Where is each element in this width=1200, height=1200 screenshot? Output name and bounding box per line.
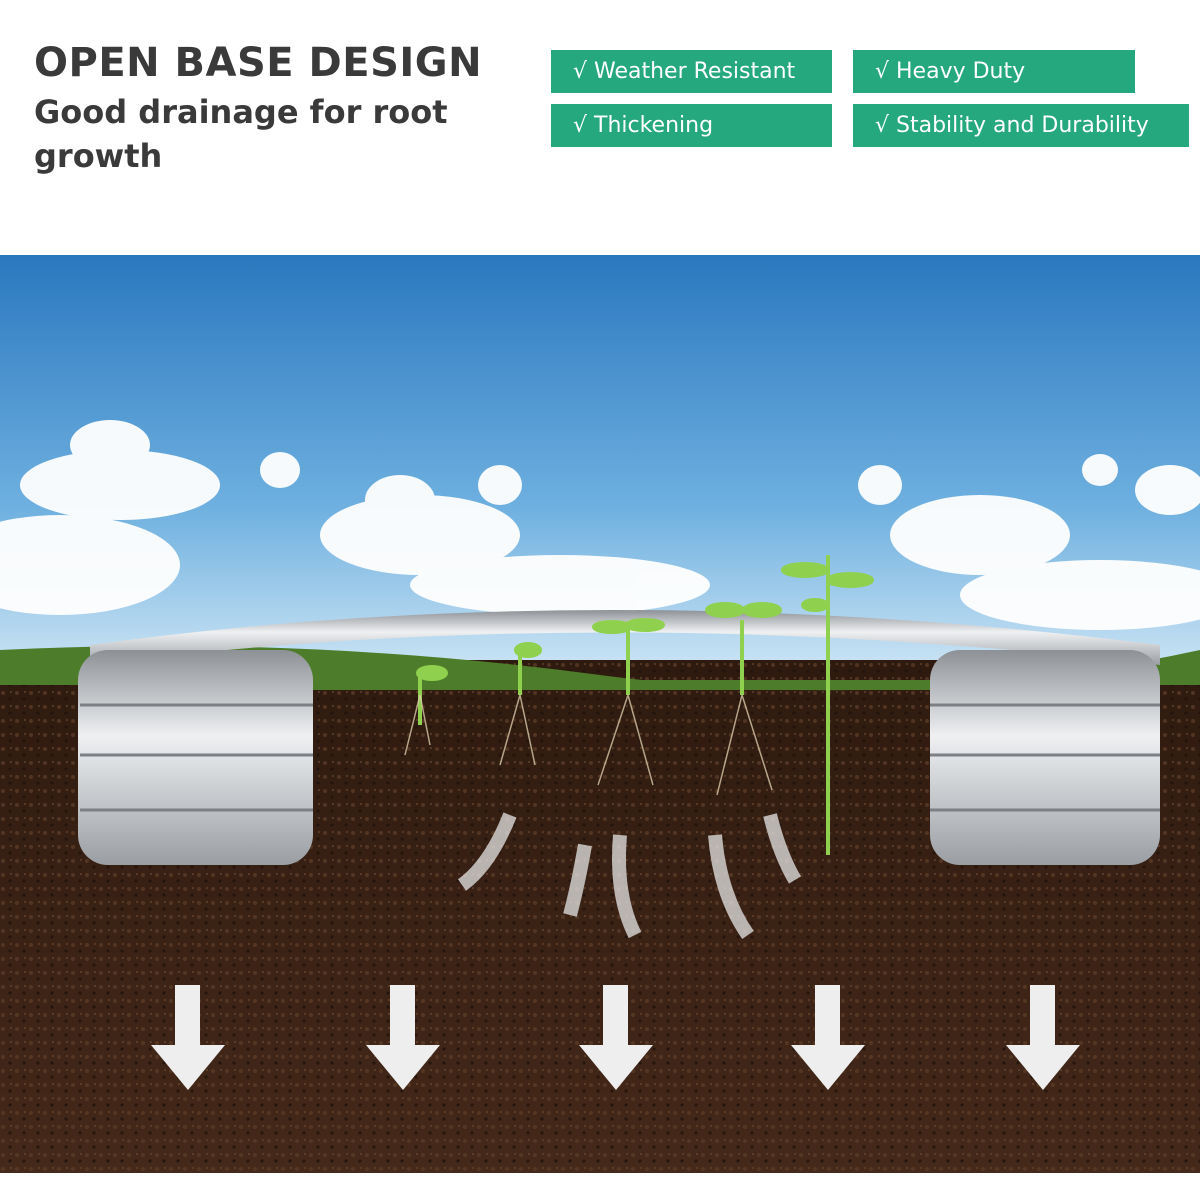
clouds [0,420,1200,630]
sky [0,255,1200,675]
page-subtitle: Good drainage for root growth [34,93,448,175]
down-arrow-icon [151,985,225,1090]
feature-badge-weather-resistant: √ Weather Resistant [551,50,832,93]
page-title: OPEN BASE DESIGN [34,40,483,86]
feature-badge-thickening: √ Thickening [551,104,832,147]
down-arrow-icon [366,985,440,1090]
drainage-arrows [151,985,1080,1090]
down-arrow-icon [791,985,865,1090]
seedlings [416,555,874,855]
feature-badge-stability-durability: √ Stability and Durability [853,104,1189,147]
down-arrow-icon [579,985,653,1090]
raised-bed-metal [78,610,1160,865]
feature-badge-heavy-duty: √ Heavy Duty [853,50,1135,93]
down-arrow-icon [1006,985,1080,1090]
raised-bed-drainage-illustration [0,255,1200,1173]
roots [404,694,773,796]
curved-water-arrows [457,812,802,940]
